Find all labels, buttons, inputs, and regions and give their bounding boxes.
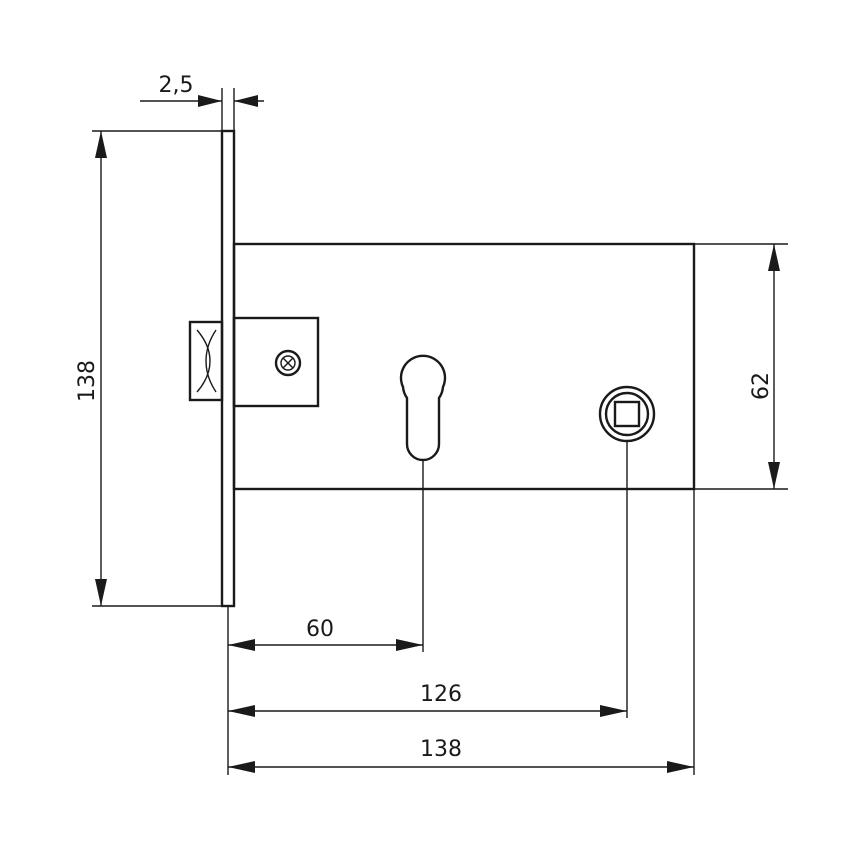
- dimension-backset: 60: [228, 617, 423, 651]
- dimension-label-case-height: 62: [749, 372, 774, 400]
- screw-icon: [274, 349, 302, 377]
- dimension-label-to-spindle: 126: [420, 682, 462, 707]
- dimension-label-total-depth: 138: [420, 737, 462, 762]
- dimension-case-height: 62: [694, 243, 788, 490]
- lock-case: [232, 242, 696, 491]
- dimension-faceplate-thickness: 2,5: [140, 73, 264, 131]
- dimension-to-spindle: 126: [228, 682, 627, 717]
- spindle-follower: [598, 385, 656, 443]
- dimension-label-backset: 60: [306, 617, 334, 642]
- bolt-guide-block: [232, 316, 320, 408]
- dimension-label-faceplate-height: 138: [75, 360, 100, 402]
- dimension-faceplate-height: 138: [75, 130, 222, 607]
- latch-bolt: [188, 320, 224, 402]
- cylinder-keyhole: [399, 354, 447, 462]
- faceplate: [220, 129, 236, 608]
- dimension-label-faceplate-thickness: 2,5: [159, 73, 194, 98]
- dimension-total-depth: 138: [228, 737, 694, 773]
